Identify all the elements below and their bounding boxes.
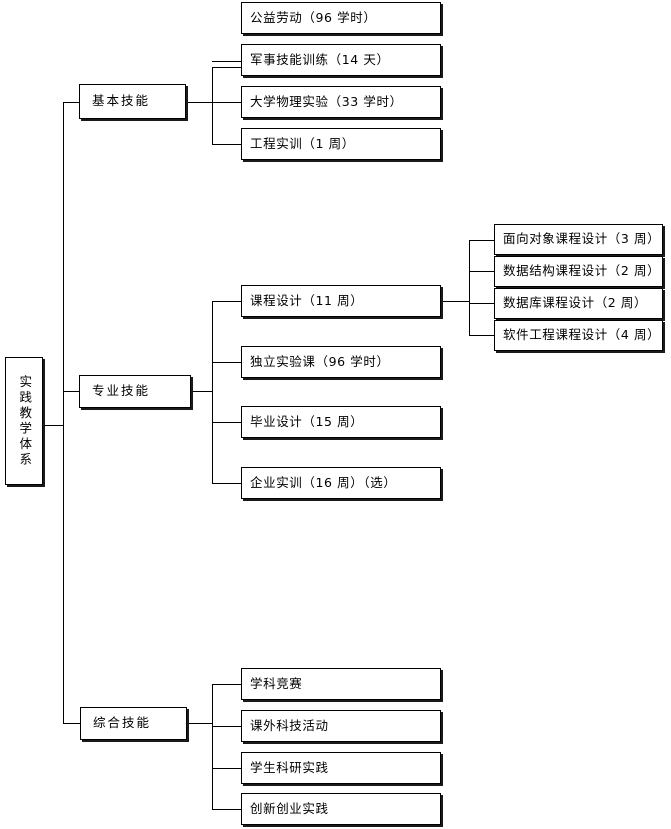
connector-course-child-1 [469,240,494,241]
connector-basic-childbus [212,67,213,144]
connector-root-to-bus [43,425,64,426]
node-engineering-practice-label: 工程实训（1 周） [250,135,355,151]
node-graduation-design[interactable]: 毕业设计（15 周） [241,406,441,438]
node-database-course-design-label: 数据库课程设计（2 周） [503,295,648,311]
connector-comp-child-2 [212,726,241,727]
connector-bus-to-basic [63,102,80,103]
connector-basic-child-3 [212,102,241,103]
node-enterprise-training[interactable]: 企业实训（16 周）（选） [241,467,441,499]
node-oop-course-design[interactable]: 面向对象课程设计（3 周） [494,224,663,255]
node-discipline-competition[interactable]: 学科竞赛 [241,668,441,700]
node-database-course-design[interactable]: 数据库课程设计（2 周） [494,288,663,319]
node-extracurricular-tech-activity[interactable]: 课外科技活动 [241,710,441,742]
node-military-training[interactable]: 军事技能训练（14 天） [241,44,441,76]
connector-bus-to-major [63,391,80,392]
node-independent-lab-course[interactable]: 独立实验课（96 学时） [241,346,441,378]
node-software-engineering-course-design[interactable]: 软件工程课程设计（4 周） [494,320,663,351]
connector-major-childbus [212,301,213,483]
connector-comp-childbus [212,684,213,809]
connector-basic-child-4 [212,144,241,145]
node-comprehensive-skills[interactable]: 综合技能 [80,707,187,740]
node-course-design[interactable]: 课程设计（11 周） [241,285,441,317]
connector-major-child-2 [212,362,241,363]
connector-course-to-childbus [441,301,470,302]
node-basic-skills[interactable]: 基本技能 [79,84,186,119]
node-oop-course-design-label: 面向对象课程设计（3 周） [503,231,661,247]
node-major-skills-label: 专业技能 [92,383,151,399]
node-graduation-design-label: 毕业设计（15 周） [250,413,364,429]
connector-root-bus [63,102,64,723]
connector-course-child-4 [469,335,494,336]
connector-comp-child-1 [212,684,241,685]
node-innovation-entrepreneurship-practice-label: 创新创业实践 [250,800,329,816]
connector-major-child-1 [212,301,241,302]
connector-major-child-3 [212,422,241,423]
node-public-service-labor[interactable]: 公益劳动（96 学时） [241,2,441,34]
connector-basic-child-1 [212,67,241,68]
node-root[interactable]: 实践教学体系 [5,357,43,485]
node-independent-lab-course-label: 独立实验课（96 学时） [250,353,390,369]
node-engineering-practice[interactable]: 工程实训（1 周） [241,128,441,160]
node-extracurricular-tech-activity-label: 课外科技活动 [250,717,329,733]
connector-bus-to-comprehensive [63,723,80,724]
connector-comp-child-3 [212,768,241,769]
node-comprehensive-skills-label: 综合技能 [93,715,152,731]
node-enterprise-training-label: 企业实训（16 周）（选） [250,474,397,490]
node-major-skills[interactable]: 专业技能 [79,375,191,408]
node-military-training-label: 军事技能训练（14 天） [250,51,390,67]
node-data-structure-course-design-label: 数据结构课程设计（2 周） [503,263,661,279]
node-root-label: 实践教学体系 [17,374,33,468]
connector-course-child-3 [469,303,494,304]
node-software-engineering-course-design-label: 软件工程课程设计（4 周） [503,327,661,343]
node-student-research-practice[interactable]: 学生科研实践 [241,752,441,784]
node-discipline-competition-label: 学科竞赛 [250,675,303,691]
connector-basic-child-1b [212,61,241,62]
node-course-design-label: 课程设计（11 周） [250,292,364,308]
node-basic-skills-label: 基本技能 [92,93,151,109]
node-physics-experiment[interactable]: 大学物理实验（33 学时） [241,86,441,118]
connector-major-to-childbus [191,391,213,392]
node-student-research-practice-label: 学生科研实践 [250,759,329,775]
node-public-service-labor-label: 公益劳动（96 学时） [250,9,377,25]
connector-course-childbus [469,240,470,335]
node-innovation-entrepreneurship-practice[interactable]: 创新创业实践 [241,793,441,825]
connector-major-child-4 [212,483,241,484]
node-data-structure-course-design[interactable]: 数据结构课程设计（2 周） [494,256,663,287]
connector-comp-to-childbus [187,723,213,724]
node-physics-experiment-label: 大学物理实验（33 学时） [250,93,403,109]
connector-comp-child-4 [212,809,241,810]
connector-course-child-2 [469,271,494,272]
connector-basic-to-childbus [186,102,213,103]
